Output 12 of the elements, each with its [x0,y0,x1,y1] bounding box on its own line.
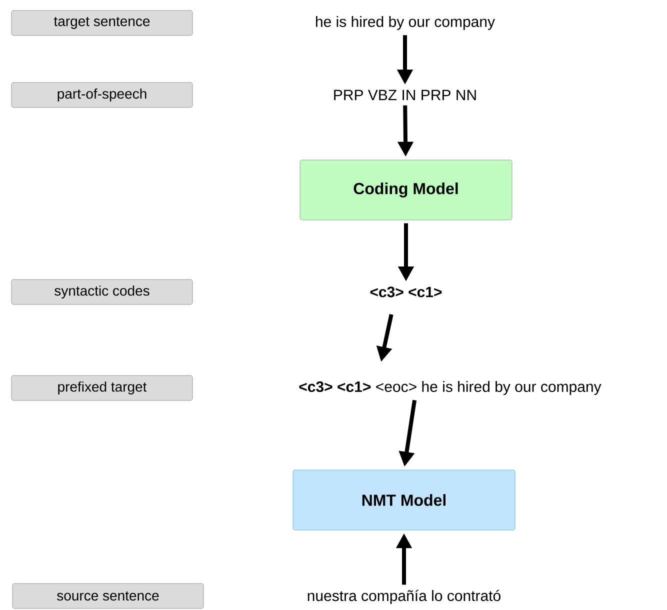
tag-box: target sentence [11,10,193,36]
tag-box: syntactic codes [11,279,193,305]
sentence-text: PRP VBZ IN PRP NN [334,90,476,100]
sentence-text: <c3> <c1> <eoc> he is hired by our company [299,381,602,395]
model-box: Coding Model [300,160,512,220]
sentence-text: he is hired by our company [316,16,495,30]
tag-box: prefixed target [11,375,193,401]
tag-box: source sentence [12,583,204,609]
tag-box: part-of-speech [11,82,193,108]
code-text: <c3> <c1> [370,286,442,298]
sentence-text: nuestra compañía lo contrató [308,590,500,604]
model-box: NMT Model [292,470,516,530]
